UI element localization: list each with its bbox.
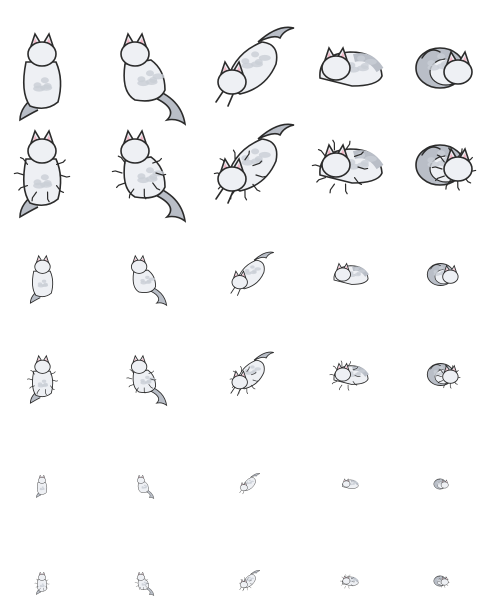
- cat-icon: [333, 261, 369, 285]
- sprite-shorthair-large-curled: [390, 18, 490, 118]
- sprite-longhair-medium-curled: [413, 347, 468, 402]
- sprite-shorthair-large-lying-stretch: [198, 18, 298, 118]
- sprite-longhair-large-loaf: [300, 115, 400, 215]
- cat-icon: [415, 144, 477, 191]
- sprite-shorthair-small-curled: [427, 471, 453, 497]
- sprite-shorthair-small-loaf: [337, 471, 363, 497]
- cat-icon: [215, 26, 295, 107]
- cat-icon: [229, 351, 274, 396]
- sprite-longhair-large-curled: [390, 115, 490, 215]
- cat-icon: [26, 354, 58, 404]
- sprite-longhair-large-lying-stretch: [198, 115, 298, 215]
- sprite-longhair-medium-sit: [15, 347, 70, 404]
- sprite-shorthair-small-sit: [29, 471, 55, 498]
- cat-icon: [137, 474, 155, 500]
- sprite-longhair-large-sit: [0, 115, 92, 219]
- cat-icon: [19, 32, 62, 122]
- sprite-longhair-small-sit-turned: [130, 568, 156, 597]
- sprite-longhair-medium-loaf: [323, 347, 378, 402]
- sprite-shorthair-large-sit: [0, 18, 92, 122]
- cat-icon: [120, 32, 187, 126]
- cat-icon: [311, 139, 384, 195]
- cat-icon: [415, 47, 473, 89]
- sprite-shorthair-medium-sit: [15, 247, 70, 304]
- sprite-longhair-small-curled: [427, 568, 453, 594]
- cat-icon: [213, 123, 295, 204]
- sprite-shorthair-medium-lying-stretch: [221, 247, 276, 302]
- cat-icon: [341, 478, 359, 489]
- sprite-longhair-small-sit: [29, 568, 55, 595]
- sprite-longhair-medium-sit-turned: [116, 347, 171, 406]
- cat-icon: [340, 574, 359, 589]
- cat-icon: [328, 360, 369, 391]
- sprite-shorthair-large-loaf: [300, 18, 400, 118]
- cat-icon: [426, 262, 459, 286]
- sprite-longhair-large-sit-turned: [93, 115, 193, 223]
- sprite-longhair-small-loaf: [337, 568, 363, 594]
- cat-icon: [111, 129, 187, 223]
- cat-icon: [36, 474, 48, 498]
- sprite-shorthair-medium-sit-turned: [116, 247, 171, 306]
- cat-icon: [433, 478, 449, 490]
- sprite-shorthair-medium-loaf: [323, 247, 378, 302]
- cat-icon: [229, 251, 274, 296]
- cat-icon: [29, 254, 53, 304]
- cat-icon: [426, 362, 460, 389]
- sprite-shorthair-small-lying-stretch: [235, 471, 261, 497]
- cat-icon: [239, 473, 261, 495]
- sprite-longhair-small-lying-stretch: [235, 568, 261, 594]
- sprite-shorthair-small-sit-turned: [130, 471, 156, 500]
- sprite-shorthair-large-sit-turned: [93, 18, 193, 126]
- cat-icon: [130, 254, 167, 306]
- cat-icon: [13, 129, 71, 219]
- cat-icon: [239, 570, 261, 592]
- cat-icon: [34, 571, 50, 595]
- cat-icon: [134, 571, 155, 597]
- cat-icon: [433, 575, 450, 588]
- cat-icon: [125, 354, 167, 406]
- sprite-longhair-medium-lying-stretch: [221, 347, 276, 402]
- cat-icon: [319, 46, 384, 87]
- sprite-shorthair-medium-curled: [413, 247, 468, 302]
